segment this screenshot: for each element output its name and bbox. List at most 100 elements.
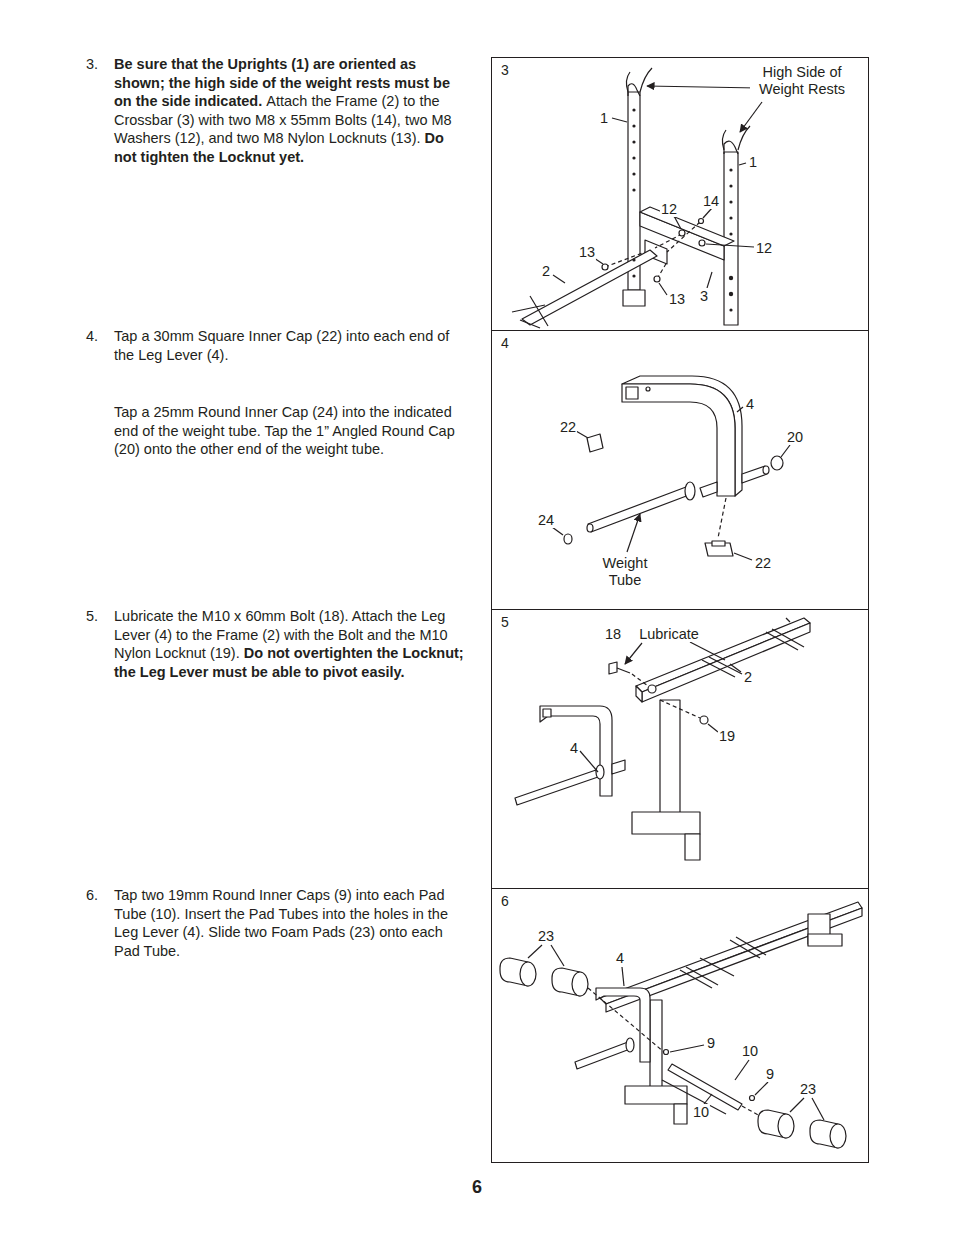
drawing-part xyxy=(522,250,657,325)
drawing-part xyxy=(551,945,564,966)
drawing-part xyxy=(632,156,635,159)
bench-figure xyxy=(500,902,862,1148)
callout-number: 23 xyxy=(537,928,555,944)
drawing-part xyxy=(734,553,752,560)
drawing-part xyxy=(520,962,536,986)
step-number: 6. xyxy=(86,886,98,905)
drawing-part xyxy=(572,972,588,996)
frame-lever-figure xyxy=(515,618,810,860)
drawing-part xyxy=(660,700,680,814)
drawing-part xyxy=(500,68,862,1148)
drawing-part xyxy=(700,482,717,497)
callout-number: 2 xyxy=(541,263,551,279)
instruction-text: Tap a 30mm Square Inner Cap (22) into ea… xyxy=(114,328,449,363)
drawing-part xyxy=(742,1106,760,1116)
drawing-part xyxy=(667,222,700,252)
callout-number: 4 xyxy=(745,396,755,412)
callout-number: 22 xyxy=(559,419,577,435)
drawing-part xyxy=(636,618,810,692)
drawing-part xyxy=(735,1060,749,1080)
panel-number: 6 xyxy=(501,893,509,909)
drawing-part xyxy=(703,208,712,218)
step-number: 3. xyxy=(86,55,98,74)
drawing-part xyxy=(580,751,598,772)
drawing-part xyxy=(587,524,593,532)
leader-lines-5 xyxy=(580,643,741,772)
drawing-part xyxy=(808,934,842,946)
drawing-part xyxy=(786,618,790,622)
callout-number: 23 xyxy=(799,1081,817,1097)
drawing-part xyxy=(520,320,540,328)
drawing-part xyxy=(543,709,551,717)
drawing-part xyxy=(730,664,741,672)
drawing-part xyxy=(674,216,681,229)
drawing-part xyxy=(729,168,732,171)
leg-lever-figure xyxy=(564,376,783,556)
step-number: 5. xyxy=(86,607,98,626)
drawing-part xyxy=(737,407,743,412)
drawing-part xyxy=(690,642,725,660)
callout-label: Weight Tube xyxy=(595,555,655,589)
drawing-part xyxy=(736,937,766,955)
drawing-part xyxy=(790,1098,804,1112)
drawing-part xyxy=(812,1098,824,1120)
drawing-part xyxy=(729,216,732,219)
uprights-crossbar-figure xyxy=(512,68,750,328)
drawing-part xyxy=(729,292,733,296)
callout-number: 4 xyxy=(569,740,579,756)
drawing-part xyxy=(755,1082,768,1095)
drawing-part xyxy=(626,72,630,92)
drawing-part xyxy=(729,276,733,280)
drawing-part xyxy=(830,1124,846,1148)
drawing-part xyxy=(512,305,545,312)
callout-number: 12 xyxy=(660,201,678,217)
upright-holes xyxy=(632,108,733,311)
callout-number: Lubricate xyxy=(638,626,700,642)
panel-number: 3 xyxy=(501,62,509,78)
drawing-part xyxy=(724,141,738,154)
drawing-part xyxy=(664,1050,669,1055)
callout-number: 19 xyxy=(718,728,736,744)
panel-number: 5 xyxy=(501,614,509,630)
drawing-part xyxy=(612,118,627,122)
drawing-part xyxy=(700,958,734,976)
drawing-part xyxy=(763,466,769,474)
drawing-part xyxy=(612,760,625,774)
drawing-part xyxy=(552,527,563,535)
leader-lines-6 xyxy=(528,945,824,1120)
drawing-part xyxy=(750,1096,755,1101)
drawing-part xyxy=(617,668,630,673)
drawing-part xyxy=(699,219,704,224)
instruction-paragraph: Tap a 30mm Square Inner Cap (22) into ea… xyxy=(114,327,464,364)
drawing-part xyxy=(647,86,758,88)
step-panel: 4 xyxy=(491,330,869,610)
drawing-part xyxy=(622,967,624,986)
drawing-part xyxy=(771,456,783,470)
callout-number: 12 xyxy=(755,240,773,256)
drawing-part xyxy=(655,234,682,248)
instruction-paragraph: Be sure that the Uprights (1) are orient… xyxy=(114,55,464,167)
drawing-part xyxy=(576,431,588,438)
callout-number: 13 xyxy=(668,291,686,307)
callout-number: 18 xyxy=(604,626,622,642)
callout-number: 3 xyxy=(699,288,709,304)
drawing-part xyxy=(650,1000,662,1088)
drawing-part xyxy=(739,163,746,165)
step-number: 4. xyxy=(86,327,98,346)
drawing-part xyxy=(626,1038,634,1052)
drawing-part xyxy=(706,244,754,247)
instruction-text: Tap two 19mm Round Inner Caps (9) into e… xyxy=(114,887,448,959)
callout-number: 4 xyxy=(615,950,625,966)
callout-number: 13 xyxy=(578,244,596,260)
drawing-part xyxy=(622,376,742,496)
callout-number: 22 xyxy=(754,555,772,571)
instruction-paragraph: Tap a 25mm Round Inner Cap (24) into the… xyxy=(114,403,464,459)
callout-number: 1 xyxy=(748,154,758,170)
drawing-part xyxy=(588,988,664,1052)
drawing-part xyxy=(609,662,617,674)
drawing-part xyxy=(679,230,685,236)
drawing-part xyxy=(729,200,732,203)
drawing-part xyxy=(781,445,790,457)
drawing-part xyxy=(685,834,700,860)
